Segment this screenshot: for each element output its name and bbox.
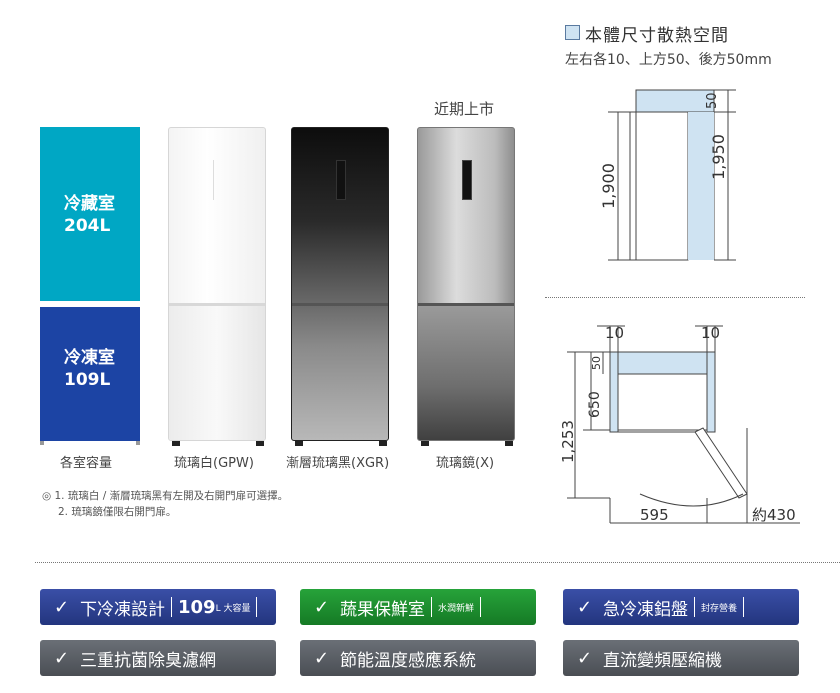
- dim-total-height: 1,950: [709, 134, 728, 180]
- fridge-white-foot-left: [172, 441, 180, 446]
- feature-1-unit: L 大容量: [215, 603, 251, 614]
- top-view-diagram: 10 10 50 650 1,253 595 約430: [559, 324, 800, 524]
- fridge-white-label: 琉璃白(GPW): [174, 456, 254, 471]
- fridge-mirror-label: 琉璃鏡(X): [436, 456, 495, 471]
- check-icon: ✓: [314, 596, 330, 618]
- feature-3-sub: 封存營養: [701, 603, 738, 614]
- feature-temperature-sensor: ✓ 節能溫度感應系統: [300, 640, 536, 676]
- feature-2-divider-end: [480, 597, 482, 617]
- check-icon: ✓: [577, 647, 593, 669]
- fridge-mirror-image: [417, 127, 515, 441]
- coming-soon-label: 近期上市: [434, 100, 495, 118]
- feature-1-number: 109: [178, 596, 216, 618]
- dim-back-clearance: 50: [590, 356, 603, 370]
- feature-6-text: 直流變頻壓縮機: [603, 650, 722, 671]
- freezer-capacity-name: 冷凍室: [64, 348, 115, 368]
- fridge-white-lower-door: [169, 306, 265, 440]
- fridge-capacity-name: 冷藏室: [64, 194, 115, 214]
- fridge-white-foot-right: [256, 441, 264, 446]
- fridge-white-seam: [169, 303, 265, 306]
- spec-subtitle: 左右各10、上方50、後方50mm: [565, 52, 772, 68]
- fridge-black-control-panel: [336, 160, 346, 200]
- feature-1-divider-end: [256, 597, 258, 617]
- dim-side-left: 10: [605, 324, 624, 342]
- freezer-capacity-value: 109L: [64, 370, 111, 390]
- feature-2-sub: 水潤新鮮: [438, 603, 475, 614]
- feature-antibacterial-filter: ✓ 三重抗菌除臭濾網: [40, 640, 276, 676]
- dim-body-height: 1,900: [600, 163, 618, 209]
- fridge-black-label: 漸層琉璃黑(XGR): [286, 456, 390, 471]
- dim-width: 595: [640, 506, 669, 524]
- dim-depth: 650: [587, 391, 603, 418]
- fridge-capacity-block: 冷藏室 204L: [40, 127, 140, 301]
- features-separator: [35, 562, 840, 563]
- feature-2-divider: [431, 597, 432, 617]
- dim-top-clearance: 50: [705, 92, 720, 109]
- check-icon: ✓: [54, 647, 70, 669]
- note-line-2: 2. 琉璃鏡僅限右開門扉。: [58, 506, 177, 518]
- check-icon: ✓: [314, 647, 330, 669]
- feature-inverter-compressor: ✓ 直流變頻壓縮機: [563, 640, 799, 676]
- capacity-caption: 各室容量: [60, 456, 113, 471]
- capacity-foot-left: [40, 441, 44, 445]
- check-icon: ✓: [577, 596, 593, 618]
- feature-5-text: 節能溫度感應系統: [340, 650, 476, 671]
- fridge-black-seam: [292, 303, 388, 306]
- fridge-white-image: [168, 127, 266, 441]
- feature-1-text: 下冷凍設計: [80, 599, 165, 620]
- dim-door-swing: 約430: [752, 506, 796, 524]
- feature-quick-freeze-tray: ✓ 急冷凍鋁盤 封存營養: [563, 589, 799, 625]
- freezer-capacity-block: 冷凍室 109L: [40, 307, 140, 441]
- fridge-black-foot-right: [379, 441, 387, 446]
- note-line-1: ◎ 1. 琉璃白 / 漸層琉璃黑有左開及右開門扉可選擇。: [42, 490, 289, 502]
- feature-3-divider: [694, 597, 695, 617]
- diagram-separator: [545, 297, 805, 298]
- fridge-black-foot-left: [295, 441, 303, 446]
- fridge-mirror-foot-left: [421, 441, 429, 446]
- spec-title: 本體尺寸散熱空間: [585, 26, 729, 46]
- feature-3-text: 急冷凍鋁盤: [603, 599, 688, 620]
- feature-bottom-freezer: ✓ 下冷凍設計 109 L 大容量: [40, 589, 276, 625]
- feature-3-divider-end: [743, 597, 745, 617]
- dim-side-right: 10: [701, 324, 720, 342]
- fridge-mirror-control-panel: [462, 160, 472, 200]
- fridge-mirror-seam: [418, 303, 514, 306]
- feature-4-text: 三重抗菌除臭濾網: [80, 650, 216, 671]
- fridge-mirror-lower-door: [418, 306, 514, 440]
- feature-crisper: ✓ 蔬果保鮮室 水潤新鮮: [300, 589, 536, 625]
- fridge-black-image: [291, 127, 389, 441]
- side-view-diagram: 50 1,900 1,950: [600, 89, 736, 261]
- feature-1-divider: [171, 597, 172, 617]
- check-icon: ✓: [54, 596, 70, 618]
- fridge-capacity-value: 204L: [64, 216, 111, 236]
- fridge-white-control-panel: [213, 160, 223, 200]
- feature-2-text: 蔬果保鮮室: [340, 599, 425, 620]
- capacity-foot-right: [136, 441, 140, 445]
- dim-door-open-depth: 1,253: [559, 420, 577, 463]
- clearance-legend-swatch: [565, 25, 580, 40]
- fridge-mirror-foot-right: [505, 441, 513, 446]
